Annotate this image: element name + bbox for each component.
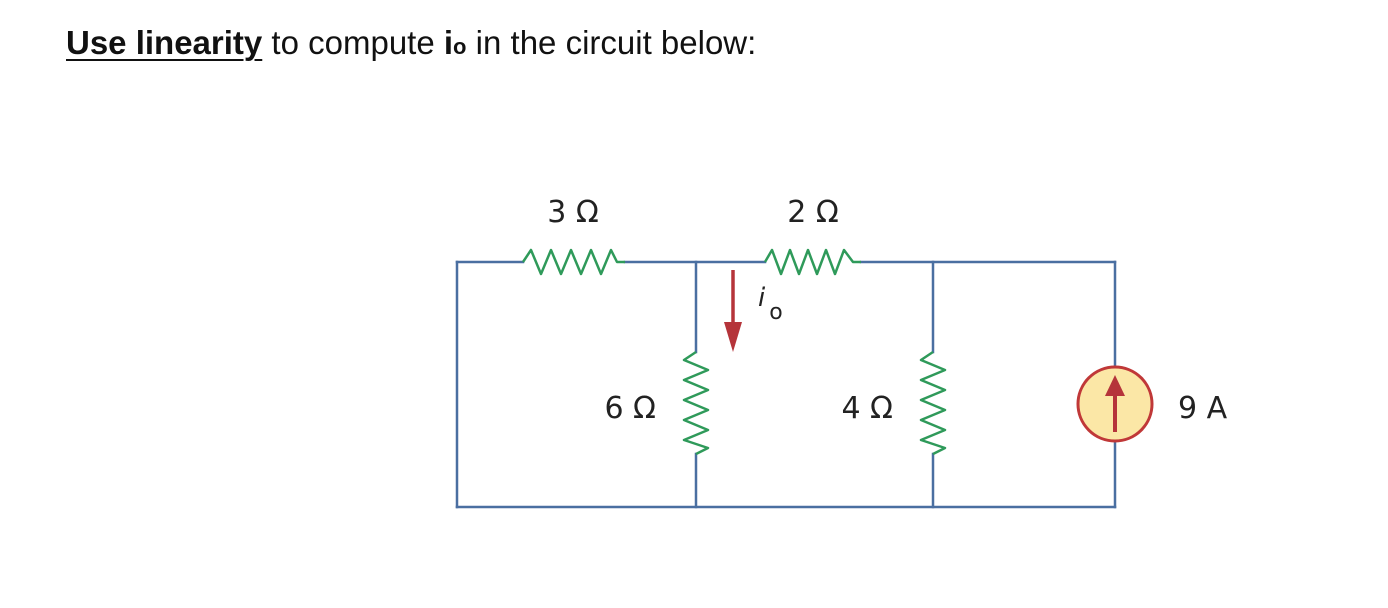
label-resistor-4-ohm: 4 Ω: [841, 391, 893, 426]
current-subscript: o: [769, 300, 782, 325]
label-resistor-2-ohm: 2 Ω: [787, 195, 839, 230]
problem-statement: Use linearity to compute io in the circu…: [66, 24, 756, 62]
label-resistor-3-ohm: 3 Ω: [547, 195, 599, 230]
resistor-3-ohm: [521, 248, 625, 276]
resistor-4-ohm: [919, 350, 947, 456]
label-current-source: 9 A: [1178, 391, 1228, 426]
variable-subscript: o: [453, 34, 467, 59]
prompt-middle-text: to compute: [262, 24, 444, 61]
current-arrow-down-icon: [724, 270, 742, 352]
emphasis-text: Use linearity: [66, 24, 263, 61]
current-symbol: i: [758, 283, 766, 313]
variable-symbol: i: [443, 24, 454, 61]
resistor-6-ohm: [682, 350, 710, 456]
resistor-2-ohm: [763, 248, 861, 276]
prompt-ending-text: in the circuit below:: [466, 24, 757, 61]
current-source-icon: [1076, 365, 1154, 443]
label-resistor-6-ohm: 6 Ω: [604, 391, 656, 426]
